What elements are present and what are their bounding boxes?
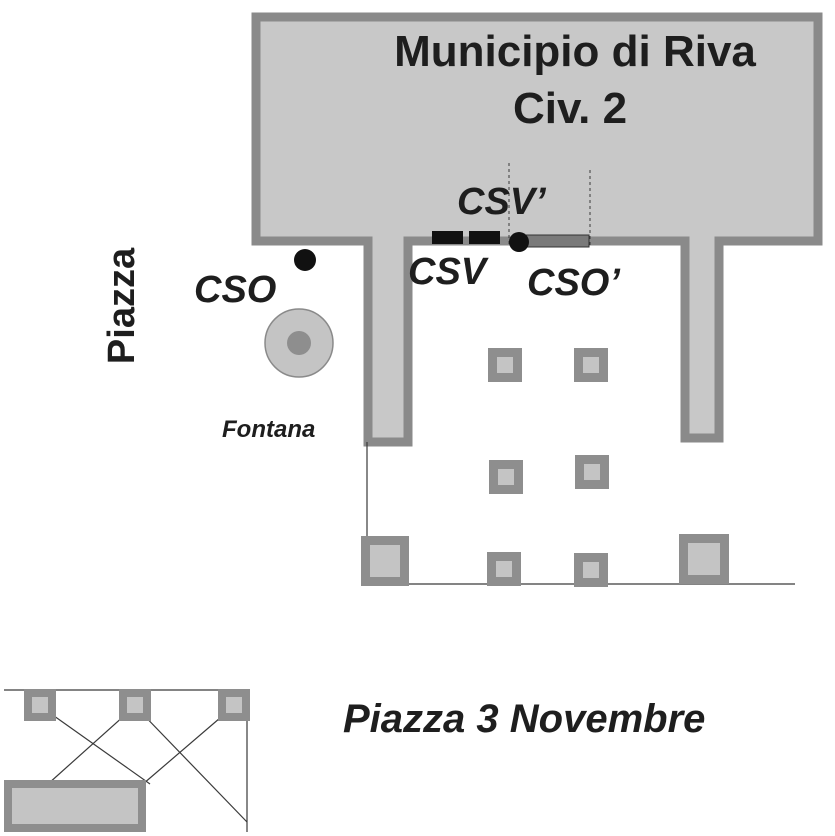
cso-prime-point — [509, 232, 529, 252]
column-group — [361, 348, 729, 587]
column — [583, 357, 599, 373]
building-number-label: Civ. 2 — [513, 84, 627, 133]
csv-prime-label: CSV’ — [457, 181, 546, 223]
csv-label: CSV — [408, 251, 489, 293]
column — [127, 697, 143, 713]
fountain-inner — [287, 331, 311, 355]
csv-marker-left — [432, 231, 463, 244]
column — [496, 561, 512, 577]
fountain-label: Fontana — [222, 416, 315, 443]
structure-diagonal — [39, 705, 151, 785]
municipio-building — [251, 12, 823, 447]
column — [32, 697, 48, 713]
cso-point — [294, 249, 316, 271]
column — [497, 357, 513, 373]
bench — [4, 780, 146, 832]
building-name-label: Municipio di Riva — [394, 27, 756, 76]
square-name-label: Piazza 3 Novembre — [343, 697, 705, 741]
cso-label: CSO — [194, 269, 276, 311]
cso-prime-bar — [524, 234, 590, 248]
column — [498, 469, 514, 485]
cso-prime-label: CSO’ — [527, 262, 620, 304]
lower-left-structure — [4, 689, 250, 832]
column — [226, 697, 242, 713]
column — [584, 464, 600, 480]
column-large — [370, 545, 400, 577]
csv-marker-right — [469, 231, 500, 244]
side-square-label: Piazza — [101, 247, 143, 364]
column-large — [688, 543, 720, 575]
structure-diagonal — [134, 705, 248, 823]
column — [583, 562, 599, 578]
